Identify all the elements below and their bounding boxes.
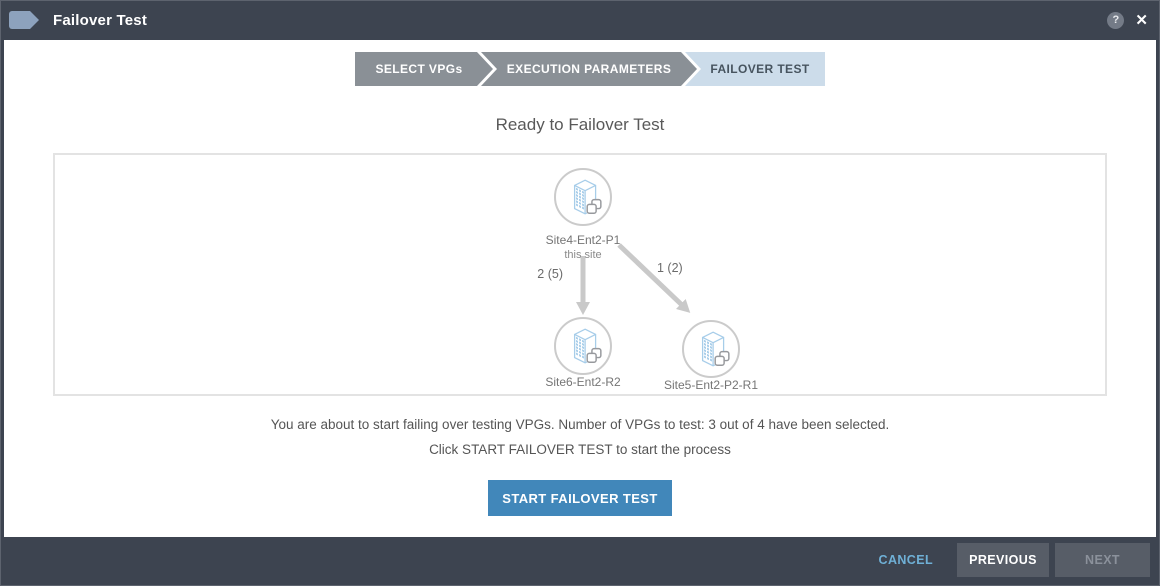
link-badge-icon bbox=[714, 350, 730, 367]
building-icon bbox=[573, 328, 602, 364]
start-failover-test-button[interactable]: START FAILOVER TEST bbox=[488, 480, 672, 516]
target-site-node-1 bbox=[554, 317, 612, 375]
building-icon bbox=[573, 179, 602, 215]
source-site-subtitle: this site bbox=[564, 249, 602, 261]
cancel-button[interactable]: CANCEL bbox=[878, 553, 933, 567]
edge-label-right: 1 (2) bbox=[657, 261, 683, 275]
edge-label-left: 2 (5) bbox=[537, 267, 563, 281]
page-title: Failover Test bbox=[53, 11, 148, 29]
close-icon[interactable]: ✕ bbox=[1135, 11, 1148, 29]
tab-execution-parameters[interactable]: EXECUTION PARAMETERS bbox=[481, 52, 697, 86]
dialog-content: SELECT VPGs EXECUTION PARAMETERS FAILOVE… bbox=[4, 40, 1156, 537]
building-icon bbox=[701, 331, 730, 367]
topology-panel: Site4-Ent2-P1 this site 2 (5) 1 (2) bbox=[53, 153, 1107, 396]
next-button[interactable]: NEXT bbox=[1055, 543, 1150, 577]
summary-line-1: You are about to start failing over test… bbox=[270, 417, 890, 432]
target-site-label-1: Site6-Ent2-R2 bbox=[545, 375, 621, 389]
source-site-node bbox=[554, 168, 612, 226]
tab-select-vpgs[interactable]: SELECT VPGs bbox=[355, 52, 493, 86]
tab-failover-test[interactable]: FAILOVER TEST bbox=[685, 52, 825, 86]
source-site-label: Site4-Ent2-P1 bbox=[545, 233, 621, 247]
replication-arrows bbox=[576, 243, 691, 315]
wizard-steps: SELECT VPGs EXECUTION PARAMETERS FAILOVE… bbox=[14, 40, 1160, 86]
link-badge-icon bbox=[586, 198, 602, 215]
link-badge-icon bbox=[586, 347, 602, 364]
page-heading: Ready to Failover Test bbox=[495, 115, 665, 134]
summary-line-2: Click START FAILOVER TEST to start the p… bbox=[429, 442, 731, 457]
footer-bar: CANCEL PREVIOUS NEXT bbox=[4, 537, 1156, 583]
titlebar: Failover Test ? ✕ bbox=[0, 0, 1160, 40]
failover-arrow-icon bbox=[9, 11, 39, 29]
target-site-node-2 bbox=[682, 320, 740, 378]
previous-button[interactable]: PREVIOUS bbox=[957, 543, 1049, 577]
target-site-label-2: Site5-Ent2-P2-R1 bbox=[663, 378, 759, 392]
help-icon[interactable]: ? bbox=[1107, 11, 1125, 29]
